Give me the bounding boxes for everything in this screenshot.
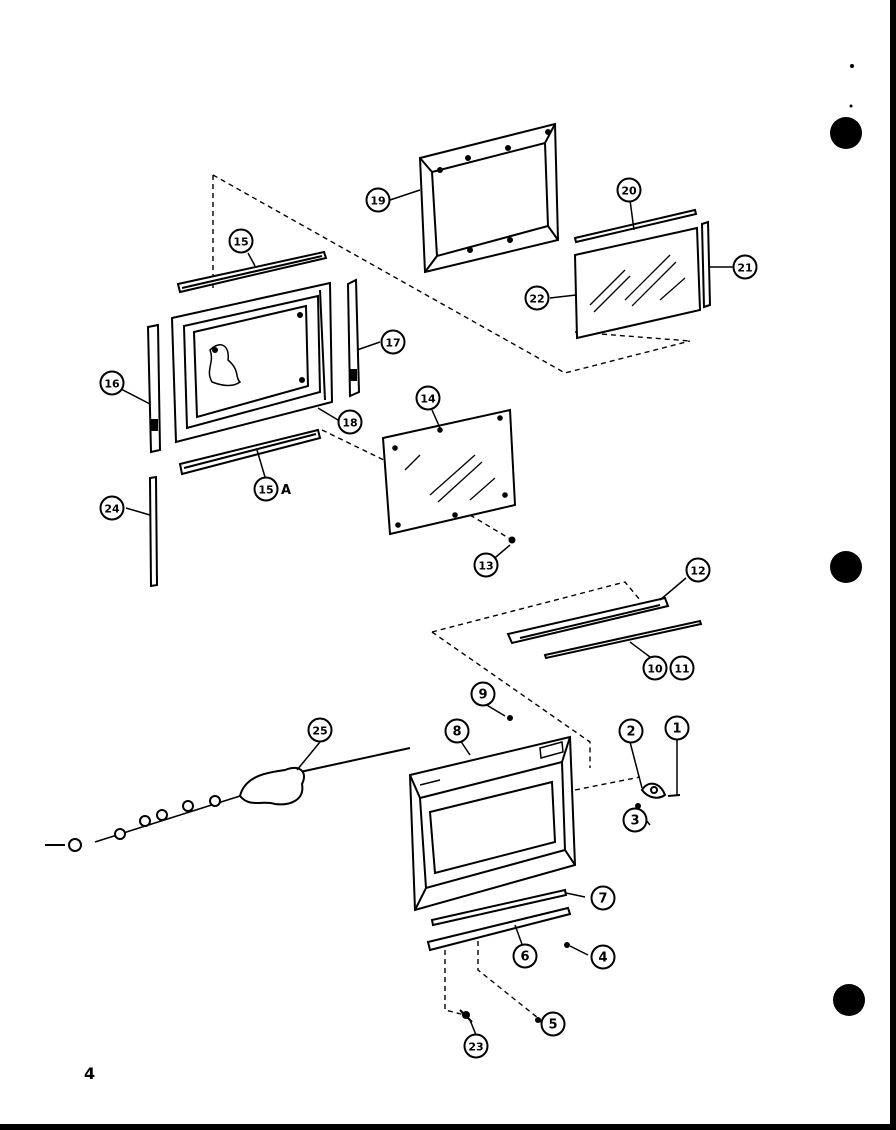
callout-8: 8 [444, 718, 470, 744]
part-20-glass-strip [573, 208, 698, 244]
scan-speck [850, 64, 854, 68]
callout-label: 6 [520, 950, 529, 965]
callout-7: 7 [590, 885, 616, 911]
part-16-left-trim [146, 323, 162, 454]
callout-label: 14 [420, 393, 436, 406]
callout-label: 10 [647, 663, 663, 676]
callout-label: 20 [621, 185, 637, 198]
callout-11: 11 [669, 655, 695, 681]
callout-20: 20 [616, 177, 642, 203]
callout-label: 21 [737, 262, 752, 275]
callout-21: 21 [732, 254, 758, 280]
part-4-screw [564, 942, 570, 948]
part-2-hinge-spring [640, 782, 667, 799]
callout-suffix-a: A [281, 483, 291, 498]
callout-17: 17 [380, 329, 406, 355]
callout-4: 4 [590, 944, 616, 970]
part-14-inner-glass [381, 408, 517, 536]
part-15-top-trim [176, 250, 328, 294]
callout-label: 7 [598, 892, 607, 907]
callout-label: 13 [478, 560, 493, 573]
assembly-guide-lines [212, 174, 691, 1019]
callout-label: 15 [233, 236, 248, 249]
callout-2: 2 [618, 718, 644, 744]
callout-label: 1 [672, 722, 681, 737]
callout-23: 23 [463, 1033, 489, 1059]
punch-hole [830, 117, 862, 149]
callout-label: 23 [468, 1041, 483, 1054]
callout-5: 5 [540, 1011, 566, 1037]
callout-19: 19 [365, 187, 391, 213]
part-9-screw [507, 715, 513, 721]
callout-15: 15 [228, 228, 254, 254]
callout-25: 25 [307, 717, 333, 743]
scan-speck [849, 104, 853, 108]
callout-label: 5 [548, 1018, 557, 1033]
part-18-inner-frame [170, 281, 334, 444]
punch-hole [833, 984, 865, 1016]
callout-15: 15 [253, 476, 279, 502]
callout-3: 3 [622, 807, 648, 833]
callout-18: 18 [337, 409, 363, 435]
callout-label: 11 [674, 663, 689, 676]
callout-10: 10 [642, 655, 668, 681]
callout-label: 8 [452, 725, 461, 740]
callout-1: 1 [664, 715, 690, 741]
callout-label: 16 [104, 378, 120, 391]
callout-label: 15 [258, 484, 273, 497]
part-19-outer-frame [418, 122, 560, 274]
part-13-screw [508, 536, 516, 544]
callout-label: 22 [529, 293, 544, 306]
part-25-rotisserie-spit [45, 747, 411, 852]
callout-label: 9 [478, 688, 487, 703]
callout-label: 24 [104, 503, 120, 516]
callout-label: 17 [385, 337, 400, 350]
callout-6: 6 [512, 943, 538, 969]
callout-leaders [116, 189, 733, 1041]
callout-label: 25 [312, 725, 327, 738]
part-10-11-rod [543, 619, 703, 660]
callout-label: 4 [598, 951, 607, 966]
part-15a-bottom-trim [178, 428, 322, 476]
callout-label: 19 [370, 195, 385, 208]
part-24-vertical-strip [148, 475, 159, 588]
callout-13: 13 [473, 552, 499, 578]
punch-hole [830, 551, 862, 583]
part-7-strip [430, 888, 568, 927]
page-number: 4 [84, 1064, 96, 1083]
callout-16: 16 [99, 370, 125, 396]
callout-label: 2 [626, 725, 635, 740]
part-8-door-liner [408, 735, 577, 912]
part-3-washer [635, 803, 641, 809]
callout-label: 12 [690, 565, 705, 578]
callout-label: 18 [342, 417, 357, 430]
part-22-outer-glass [573, 226, 702, 340]
callout-9: 9 [470, 681, 496, 707]
callout-22: 22 [524, 285, 550, 311]
part-12-handle-bar [506, 596, 670, 645]
part-1-pin [667, 794, 681, 797]
callout-14: 14 [415, 385, 441, 411]
part-6-bottom-channel [426, 906, 572, 952]
part-21-side-strip [700, 220, 712, 309]
callout-24: 24 [99, 495, 125, 521]
callout-label: 3 [630, 814, 639, 829]
part-17-right-trim [346, 278, 361, 398]
callout-12: 12 [685, 557, 711, 583]
